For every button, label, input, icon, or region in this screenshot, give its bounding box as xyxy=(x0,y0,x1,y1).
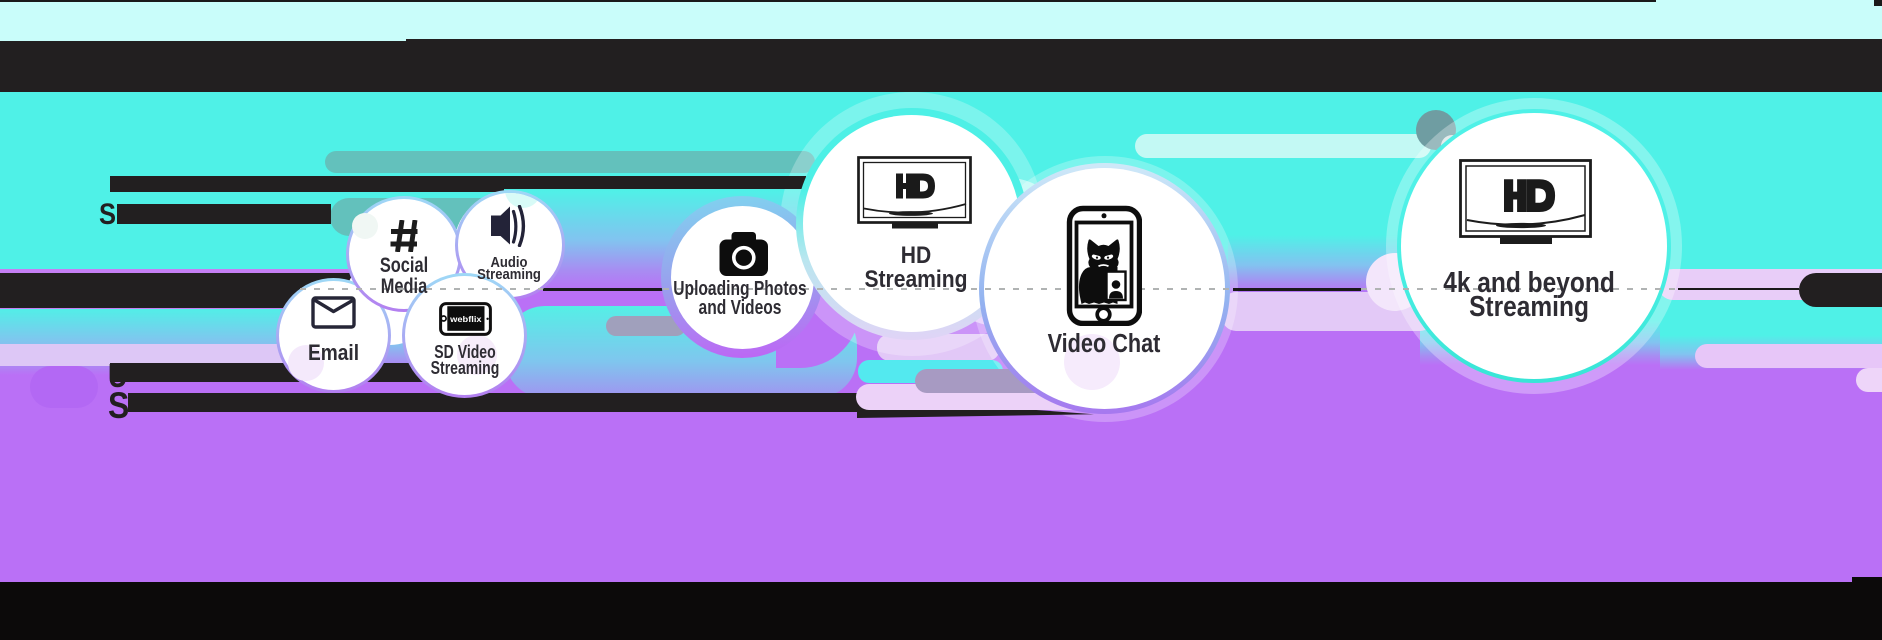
svg-text:webflix: webflix xyxy=(449,313,482,323)
